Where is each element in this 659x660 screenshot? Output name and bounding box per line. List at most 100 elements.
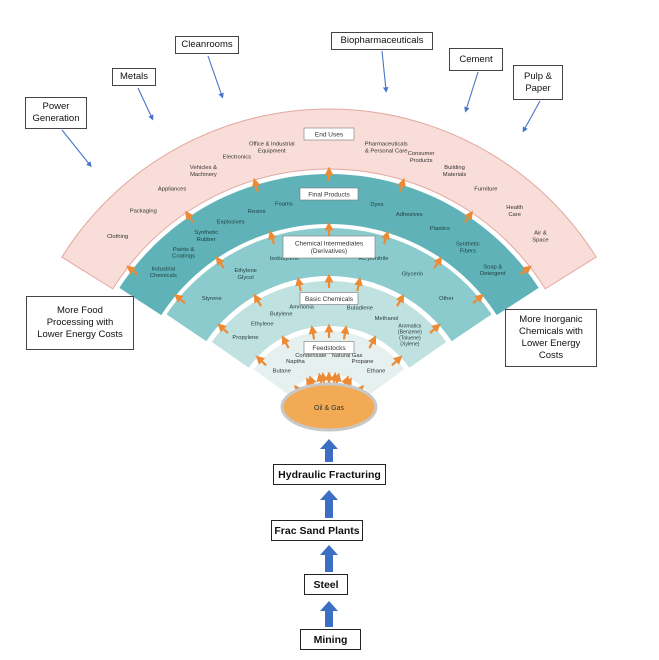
band-item-label: Condensate <box>295 353 326 359</box>
callout-arrow <box>207 55 224 99</box>
band-item-label: Aromatics(Benzene)(Toluene)(Xylene) <box>398 323 422 347</box>
oil-gas-label: Oil & Gas <box>314 405 344 412</box>
band-title-box <box>282 235 376 259</box>
orange-arrow <box>173 293 186 304</box>
band-item-label: Furniture <box>474 186 497 192</box>
band-title-box <box>303 341 355 354</box>
orange-arrow <box>215 256 225 269</box>
band-item-label: Butane <box>273 368 291 374</box>
orange-arrow <box>397 177 406 192</box>
callout-biopharmaceuticals: Biopharmaceuticals <box>331 32 433 50</box>
band-item-label: Acrylonitrile <box>359 256 389 262</box>
blue-chain-arrow-head <box>320 439 338 449</box>
band-labels-layer: Clothing Packaging Appliances Vehicles &Mac… <box>107 127 549 374</box>
callout-arrow <box>464 71 479 113</box>
orange-arrow <box>255 355 267 367</box>
orange-arrow <box>472 293 485 304</box>
band-item-label: Dyes <box>370 202 383 208</box>
band-item-label: Ethylene <box>251 322 274 328</box>
band-item-label: Butadiene <box>347 306 373 312</box>
band-item-label: Styrene <box>202 296 222 302</box>
band-item-label: Methanol <box>375 316 399 322</box>
band-item-label: Appliances <box>158 186 186 192</box>
note-inorganic-chemicals: More Inorganic Chemicals with Lower Ener… <box>505 309 597 367</box>
band-end-uses <box>61 108 597 290</box>
band-title: Chemical Intermediates(Derivatives) <box>295 240 364 255</box>
band-item-label: Air &Space <box>532 230 548 243</box>
band-final-products <box>119 174 539 316</box>
blue-chain-arrow-shaft <box>325 449 333 462</box>
orange-arrow <box>185 210 195 224</box>
band-item-label: Clothing <box>107 234 128 240</box>
chain-frac-sand-plants: Frac Sand Plants <box>271 520 363 541</box>
orange-arrow <box>354 276 363 292</box>
band-item-label: Pharmaceuticals& Personal Care <box>365 141 408 154</box>
band-item-label: Packaging <box>130 208 157 214</box>
band-title: Basic Chemicals <box>305 296 354 303</box>
band-item-label: Adhesives <box>396 212 423 218</box>
callout-arrow <box>61 129 92 168</box>
callout-power-generation: Power Generation <box>25 97 87 129</box>
blue-chain-arrow-head <box>320 545 338 555</box>
oil-gas-ellipse <box>280 382 378 432</box>
callout-arrows-layer <box>61 50 541 168</box>
band-item-label: Other <box>439 296 454 302</box>
blue-chain-arrow-head <box>320 490 338 500</box>
band-item-label: Propylene <box>232 335 258 341</box>
orange-arrow <box>281 335 290 349</box>
callout-pulp-paper: Pulp & Paper <box>513 65 563 100</box>
chain-mining: Mining <box>300 629 361 650</box>
band-item-label: Soap &Detergent <box>480 264 506 277</box>
orange-arrow <box>519 265 532 276</box>
band-item-label: Butylene <box>270 311 293 317</box>
orange-arrow <box>391 355 403 367</box>
callout-arrow <box>522 100 541 133</box>
blue-chain-arrow-shaft <box>325 611 333 627</box>
band-item-label: Glycerin <box>402 272 423 278</box>
orange-arrow <box>340 325 350 340</box>
callout-arrow <box>137 87 154 121</box>
band-title: Final Products <box>308 191 350 198</box>
band-item-label: Paints &Coatings <box>172 247 195 260</box>
orange-arrow <box>252 177 261 192</box>
band-item-label: Propane <box>352 359 374 365</box>
orange-arrow <box>433 256 443 269</box>
band-chemical-intermediates <box>166 228 492 342</box>
band-title: End Uses <box>315 131 344 138</box>
oil-gas-node: Oil & Gas <box>280 382 378 432</box>
callout-cleanrooms: Cleanrooms <box>175 36 239 54</box>
orange-arrow <box>381 230 390 245</box>
orange-arrow <box>368 335 377 349</box>
band-item-label: Explosives <box>217 220 245 226</box>
band-item-label: Resins <box>248 209 266 215</box>
band-title-box <box>303 127 355 141</box>
callout-arrow <box>381 50 389 93</box>
callout-cement: Cement <box>449 48 503 71</box>
band-item-label: Naptha <box>286 359 305 365</box>
blue-chain-arrow-head <box>320 601 338 611</box>
orange-arrow <box>429 323 441 334</box>
band-item-label: Ammonia <box>289 305 314 311</box>
orange-arrow <box>217 323 229 334</box>
band-item-label: Foams <box>275 202 293 208</box>
orange-arrow <box>463 210 473 224</box>
chain-arrows-layer <box>320 439 338 627</box>
band-item-label: Electronics <box>223 154 251 160</box>
blue-chain-arrow-shaft <box>325 555 333 572</box>
chain-hydraulic-fracturing: Hydraulic Fracturing <box>273 464 386 485</box>
orange-arrow <box>253 293 263 307</box>
orange-arrow <box>268 230 277 245</box>
band-item-label: Vehicles &Machinery <box>190 165 217 178</box>
orange-arrow <box>295 276 304 292</box>
band-title-box <box>299 292 359 305</box>
orange-arrow <box>308 325 318 340</box>
band-item-label: Plastics <box>430 226 450 232</box>
